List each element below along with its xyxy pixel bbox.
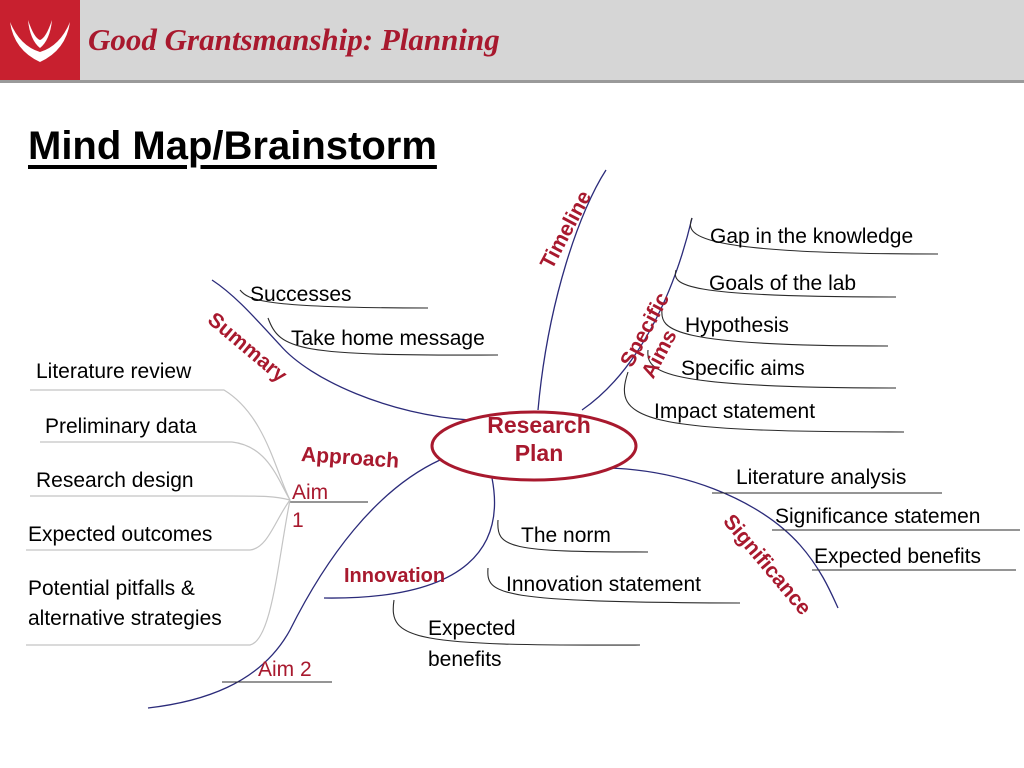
header-title: Good Grantsmanship: Planning: [88, 22, 500, 57]
innovation-item-norm: The norm: [521, 524, 611, 547]
aim-1-label-line-2: 1: [292, 509, 304, 532]
logo: [0, 0, 80, 80]
summary-item-take-home: Take home message: [291, 327, 485, 350]
center-line-1: Research: [487, 412, 591, 438]
innovation-item-statement: Innovation statement: [506, 573, 701, 596]
page-title: Mind Map/Brainstorm: [28, 124, 437, 168]
branch-innovation: Innovation: [344, 565, 446, 587]
approach-item-preliminary-data: Preliminary data: [45, 415, 197, 438]
aim-2-label: Aim 2: [258, 658, 312, 681]
specific-aims-item-impact: Impact statement: [654, 400, 816, 423]
specific-aims-item-hypothesis: Hypothesis: [685, 314, 789, 337]
logo-icon: [10, 20, 70, 62]
research-plan-label: Research Plan: [436, 412, 642, 467]
approach-item-pitfalls-line-2: alternative strategies: [28, 607, 222, 630]
specific-aims-item-aims: Specific aims: [681, 357, 805, 380]
research-plan-node: [430, 410, 638, 482]
approach-item-literature-review: Literature review: [36, 360, 192, 383]
approach-item-expected-outcomes: Expected outcomes: [28, 523, 213, 546]
innovation-item-benefits-line-2: benefits: [428, 648, 502, 671]
specific-aims-item-goals: Goals of the lab: [709, 272, 857, 295]
approach-item-research-design: Research design: [36, 469, 194, 492]
approach-item-pitfalls-line-1: Potential pitfalls &: [28, 577, 195, 600]
center-line-2: Plan: [514, 439, 564, 466]
significance-item-literature-analysis: Literature analysis: [736, 466, 907, 489]
aim-1-label-line-1: Aim: [292, 481, 329, 504]
summary-item-successes: Successes: [250, 283, 352, 306]
innovation-item-benefits-line-1: Expected: [428, 617, 516, 640]
significance-item-expected-benefits: Expected benefits: [814, 545, 981, 568]
specific-aims-item-gap: Gap in the knowledge: [710, 225, 914, 248]
significance-item-statement: Significance statemen: [775, 505, 981, 528]
header-bar: Good Grantsmanship: Planning: [0, 0, 1024, 83]
